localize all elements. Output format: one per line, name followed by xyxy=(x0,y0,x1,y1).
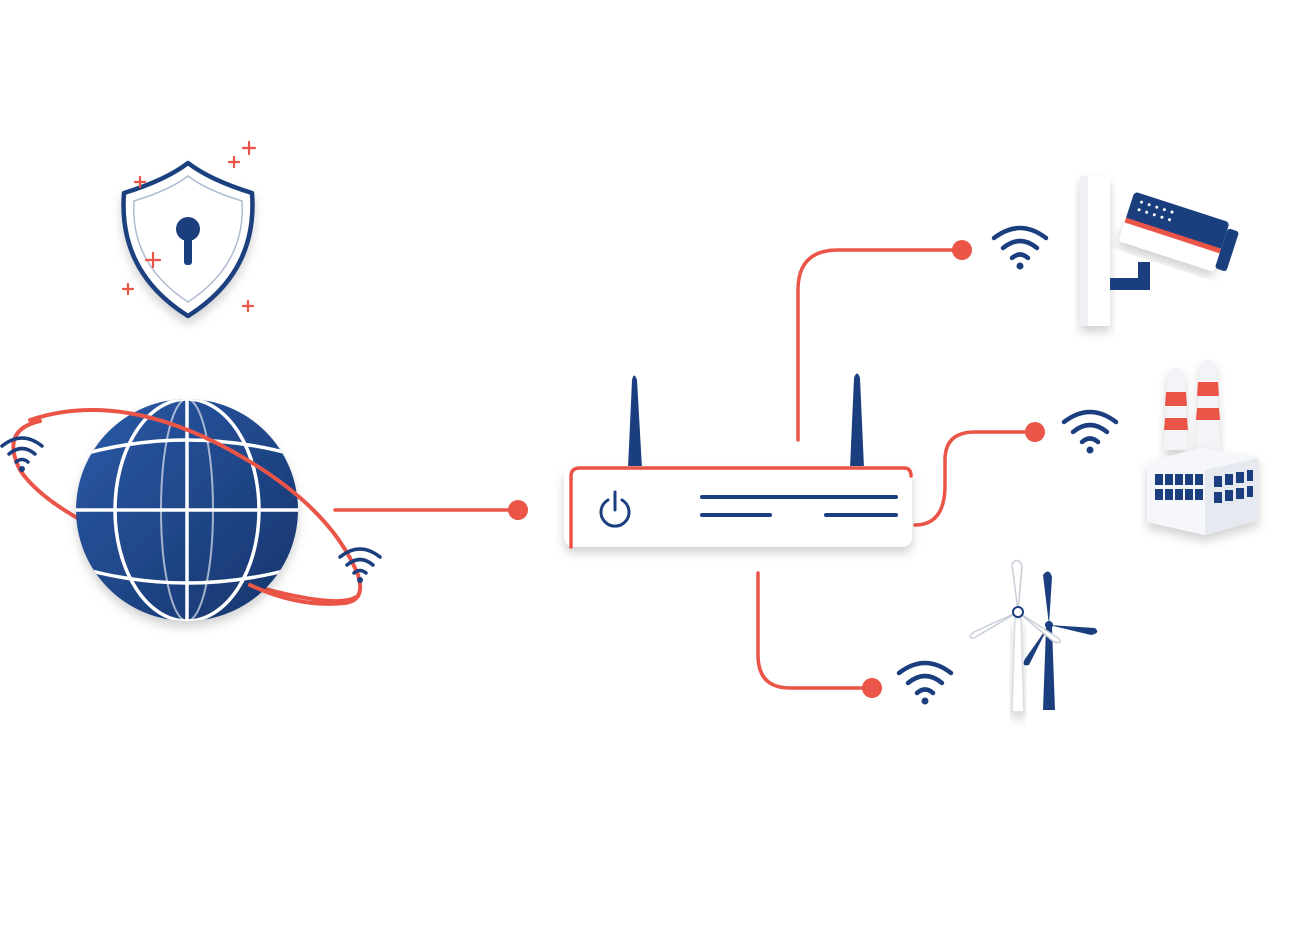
wifi-icon xyxy=(994,228,1046,270)
endpoint-factory xyxy=(1025,422,1045,442)
endpoint-camera xyxy=(952,240,972,260)
chimney xyxy=(1164,368,1188,450)
factory-icon xyxy=(1147,360,1258,535)
endpoint-router-in xyxy=(508,500,528,520)
shield-lock-icon xyxy=(123,142,255,316)
globe-icon xyxy=(13,395,360,625)
wifi-icon xyxy=(1064,412,1116,454)
link-router-wind xyxy=(758,573,872,688)
security-camera-icon xyxy=(1080,176,1241,326)
link-router-factory xyxy=(915,432,1035,525)
wind-turbine-icon xyxy=(970,560,1097,712)
antenna xyxy=(850,374,864,469)
antenna xyxy=(628,376,642,469)
link-router-camera xyxy=(798,250,962,440)
wifi-icon xyxy=(340,549,380,583)
wifi-icon xyxy=(2,438,42,472)
router-icon xyxy=(564,374,912,548)
endpoint-wind xyxy=(862,678,882,698)
chimney xyxy=(1196,360,1220,450)
wifi-icon xyxy=(899,663,951,705)
